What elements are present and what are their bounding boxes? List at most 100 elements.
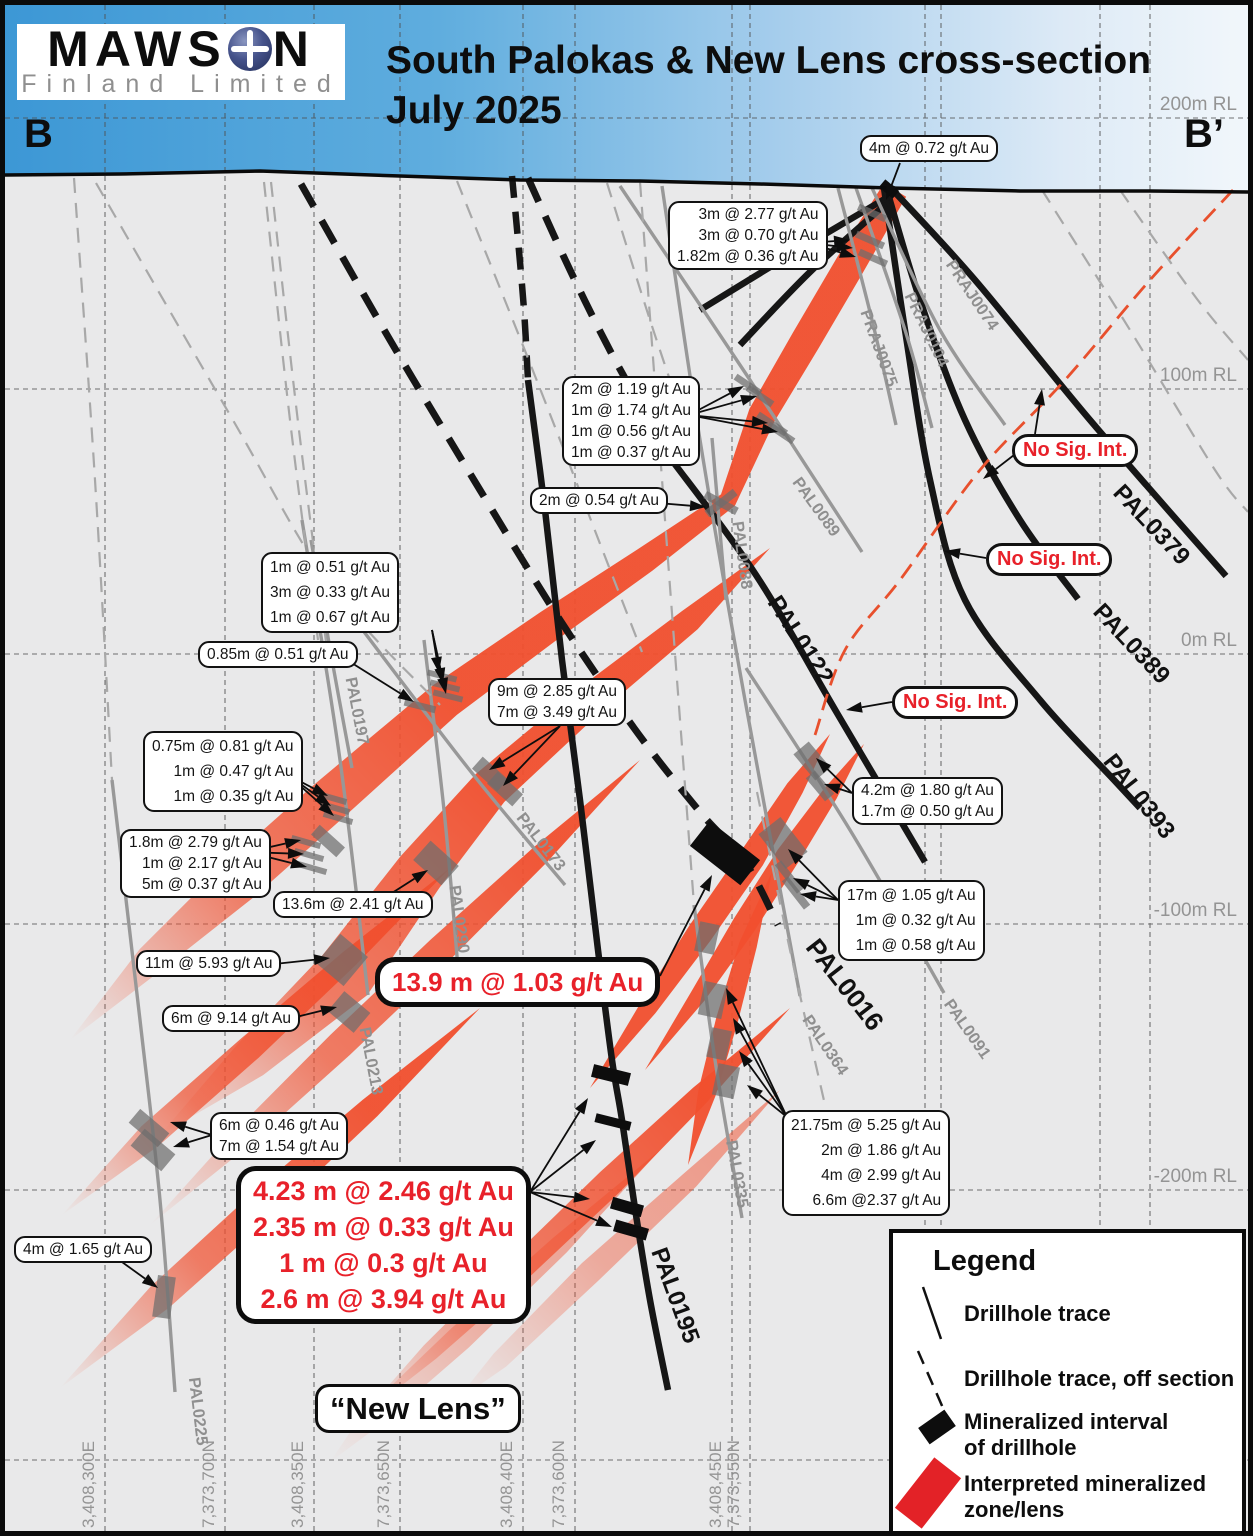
callout-arrow-line (121, 1261, 146, 1280)
gray-interval-marker (290, 834, 322, 850)
callout-arrow-head (503, 770, 519, 786)
drillhole-label-PAL0091: PAL0091 (940, 996, 994, 1062)
drillhole-trace-PAL0379 (886, 183, 1229, 579)
figure-title: South Palokas & New Lens cross-section J… (386, 36, 1151, 136)
callout-arrow-head (816, 758, 832, 774)
gray-interval-marker (296, 860, 328, 876)
legend-label-line: Drillhole trace (964, 1301, 1111, 1326)
logo-globe-icon (227, 26, 272, 71)
ground-surface-line (4, 169, 1249, 194)
callout-arrow-line (806, 884, 839, 901)
callout-arrow-head (689, 500, 706, 512)
callout-arrow-head (751, 415, 768, 427)
drillhole-trace-PRAJ0104 (854, 187, 934, 429)
callout-arrow-line (529, 1111, 581, 1193)
coordinate-label: 3,408,400E (497, 1441, 516, 1528)
callout-arrow-line (513, 725, 561, 776)
drillhole-label-PAL0335: PAL0335 (722, 1139, 752, 1210)
callout-arrow-line (188, 1134, 213, 1144)
callout-arrow-head (313, 954, 330, 966)
coordinate-label: 7,373,700N (199, 1440, 218, 1528)
callout-arrow-line (890, 162, 901, 186)
assay-callout-c12: 6m @ 9.14 g/t Au (162, 1005, 300, 1032)
drillhole-trace-PRAJ0075 (836, 187, 898, 426)
section-marker-b-prime: B’ (1184, 112, 1224, 156)
rl-label: 100m RL (1160, 365, 1237, 386)
gray-interval-marker (697, 980, 729, 1020)
gray-interval-marker (766, 421, 796, 445)
callout-arrow-head (311, 783, 328, 796)
callout-arrow-head (318, 801, 334, 816)
drillhole-trace-offsection-hole (297, 182, 782, 927)
nosig-arrow-line (995, 454, 1015, 470)
assay-callout-c10: 13.6m @ 2.41 g/t Au (273, 891, 433, 918)
nosig-arrow-line (861, 701, 893, 709)
callout-arrow-head (141, 1274, 158, 1288)
drillhole-trace-PAL0016 (660, 185, 802, 997)
nosig-arrow-head (1034, 389, 1045, 406)
callout-arrow-head (733, 1018, 746, 1035)
mineralized-lens-new-lens-faint-2 (455, 1090, 780, 1402)
coordinate-label: 3,408,350E (288, 1441, 307, 1528)
callout-arrow-head (397, 688, 414, 702)
drillhole-trace-offsection-gray-7 (1041, 189, 1249, 513)
gray-interval-marker (856, 203, 888, 223)
callout-arrow-head (437, 677, 448, 694)
drillhole-trace-offsection-gray-5 (605, 182, 694, 446)
callout-arrow-line (815, 895, 839, 901)
callout-arrow-line (659, 888, 706, 977)
callout-arrow-head (320, 1005, 337, 1017)
callout-arrow-head (595, 1215, 612, 1227)
drillhole-trace-PAL0225-upper (72, 177, 114, 781)
callout-arrow-head (886, 183, 897, 200)
callout-arrow-line (739, 1031, 788, 1118)
gray-interval-marker (128, 1108, 170, 1148)
black-interval-marker (613, 1219, 649, 1241)
gray-interval-marker (704, 488, 738, 518)
nosig-arrow-head (846, 701, 863, 713)
callout-arrow-head (726, 988, 738, 1005)
assay-callout-c6: 0.85m @ 0.51 g/t Au (198, 641, 358, 668)
rl-label: -200m RL (1154, 1166, 1237, 1187)
callout-arrow-head (740, 395, 757, 406)
gray-interval-marker (745, 384, 775, 408)
gray-interval-marker (781, 876, 811, 910)
gray-interval-marker (857, 248, 889, 268)
callout-arrow-line (758, 1094, 788, 1118)
gray-interval-marker (130, 1128, 176, 1172)
drillhole-trace-PAL0364 (755, 791, 827, 1106)
callout-arrow-head (824, 783, 841, 795)
gray-interval-marker (403, 698, 437, 714)
coordinate-label: 3,408,300E (79, 1441, 98, 1528)
drillhole-trace-PAL0173 (338, 598, 567, 887)
mineralized-lens-south-palokas-upper (70, 183, 907, 1041)
gray-interval-marker (432, 689, 464, 703)
callout-arrow-head (489, 756, 506, 770)
callout-arrow-head (839, 247, 856, 258)
gray-interval-marker (311, 824, 345, 858)
callout-arrow-head (727, 386, 744, 399)
drillhole-label-PAL0393: PAL0393 (1098, 749, 1181, 844)
black-interval-marker (689, 820, 761, 886)
gray-interval-marker (774, 860, 804, 894)
highlight-intercept-r1: 13.9 m @ 1.03 g/t Au (375, 957, 661, 1007)
nosig-arrow-line (1034, 404, 1041, 435)
drillhole-trace-offsection-gray-6 (1119, 189, 1249, 361)
callout-arrow-head (739, 1051, 753, 1068)
drillhole-label-PRAJ0074: PRAJ0074 (942, 257, 1003, 335)
legend-symbol-mineralized-interval (918, 1409, 956, 1445)
coordinate-label: 7,373,600N (549, 1440, 568, 1528)
mineralized-lens-lens-4 (62, 868, 450, 1215)
assay-callout-c4: 2m @ 0.54 g/t Au (530, 487, 668, 514)
